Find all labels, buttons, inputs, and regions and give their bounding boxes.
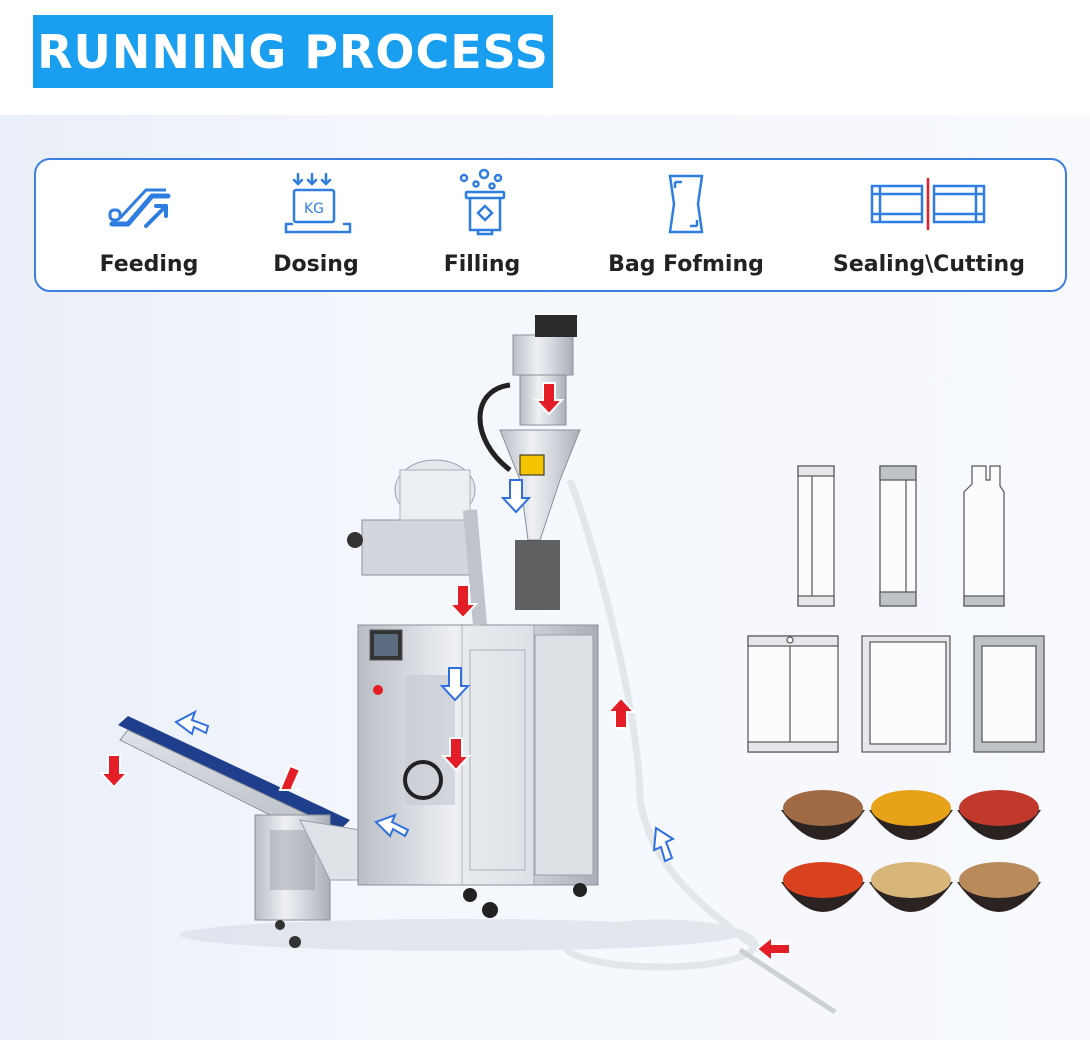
bowl-turmeric bbox=[869, 790, 953, 840]
step-dosing: KG Dosing bbox=[266, 160, 426, 290]
back-seal-sachet bbox=[747, 635, 839, 753]
three-side-seal-stick bbox=[879, 465, 917, 607]
step-feeding: Feeding bbox=[36, 160, 266, 290]
escalator-icon bbox=[108, 188, 171, 228]
step-bag-forming: Bag Fofming bbox=[576, 160, 806, 290]
red-arrow-2 bbox=[447, 584, 479, 620]
bag-styles bbox=[747, 465, 1045, 753]
step-label-bag-forming: Bag Fofming bbox=[608, 252, 764, 277]
sealing-cutting-icon bbox=[870, 178, 986, 230]
red-arrow-5 bbox=[278, 764, 302, 791]
film-roll bbox=[347, 459, 476, 576]
packaging-machine-illustration bbox=[98, 315, 837, 1015]
back-seal-bag bbox=[797, 465, 835, 607]
step-label-filling: Filling bbox=[443, 252, 521, 277]
step-sealing-cutting: Sealing\Cutting bbox=[806, 160, 1067, 290]
kg-scale-icon: KG bbox=[284, 172, 352, 234]
step-label-dosing: Dosing bbox=[273, 252, 359, 277]
blue-arrow-5 bbox=[652, 826, 676, 863]
step-label-sealing-cutting: Sealing\Cutting bbox=[833, 252, 1025, 277]
feed-tube bbox=[561, 478, 837, 1015]
bowl-paprika bbox=[957, 790, 1041, 840]
blue-arrow-3 bbox=[174, 709, 210, 736]
svg-text:KG: KG bbox=[304, 201, 324, 217]
red-arrow-7 bbox=[755, 934, 791, 964]
shaped-stick-pouch bbox=[963, 465, 1005, 607]
bag-icon bbox=[668, 174, 704, 234]
spice-powders bbox=[781, 790, 1041, 912]
filling-jar-icon bbox=[459, 168, 506, 236]
process-steps-panel: Feeding KG Dosing bbox=[34, 158, 1067, 292]
page-title: RUNNING PROCESS bbox=[37, 24, 549, 79]
red-arrow-4 bbox=[98, 754, 130, 789]
red-arrow-6 bbox=[605, 696, 637, 729]
bowl-brown-spice bbox=[781, 790, 865, 840]
red-arrow-3 bbox=[440, 737, 472, 772]
bowl-cumin bbox=[957, 862, 1041, 912]
three-side-seal-sachet bbox=[861, 635, 951, 753]
blue-arrow-4 bbox=[374, 813, 410, 838]
red-flow-arrows bbox=[98, 382, 791, 964]
blue-arrow-1 bbox=[500, 479, 532, 514]
blue-arrow-2 bbox=[439, 667, 471, 702]
title-banner: RUNNING PROCESS bbox=[33, 15, 553, 88]
red-arrow-1 bbox=[533, 382, 565, 416]
auger-filler bbox=[463, 315, 581, 626]
machine-scene bbox=[0, 300, 1090, 1040]
bowl-chili bbox=[781, 862, 865, 912]
four-side-seal-sachet bbox=[973, 635, 1045, 753]
bowl-ginger bbox=[869, 862, 953, 912]
blue-flow-arrows bbox=[174, 479, 676, 863]
step-label-feeding: Feeding bbox=[99, 252, 199, 277]
step-filling: Filling bbox=[426, 160, 576, 290]
machine-cabinet bbox=[357, 624, 599, 918]
